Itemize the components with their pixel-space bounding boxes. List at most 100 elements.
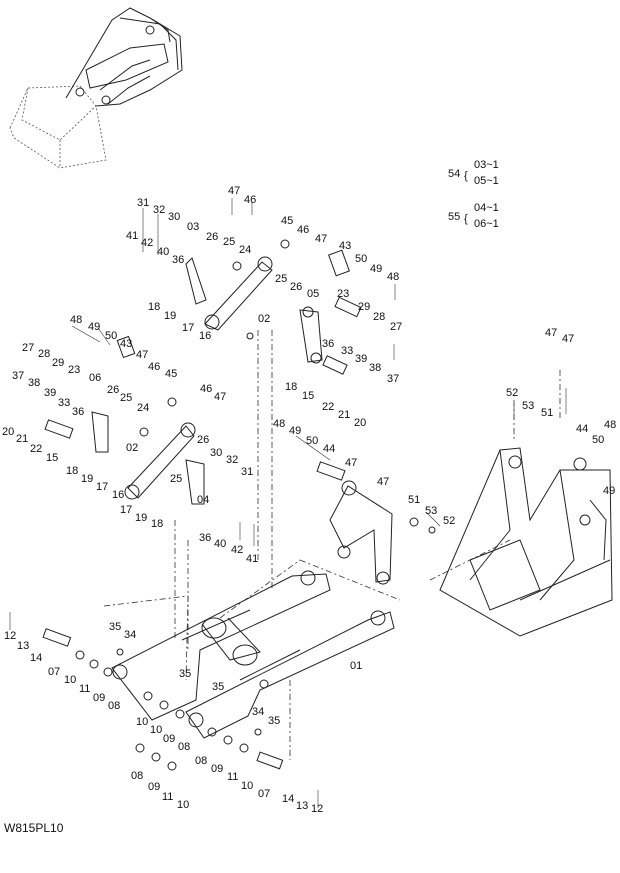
callout-19d: 19 xyxy=(135,512,147,524)
callout-26: 26 xyxy=(206,231,218,243)
main-boom xyxy=(111,570,395,739)
callout-36c: 36 xyxy=(72,406,84,418)
callout-35a: 35 xyxy=(109,621,121,633)
upper-right-linkage xyxy=(185,239,362,375)
callout-02c: 02 xyxy=(126,442,138,454)
group-55-number: 55 xyxy=(448,211,460,223)
callout-47: 47 xyxy=(228,185,240,197)
callout-53e: 53 xyxy=(425,505,437,517)
callout-47f: 47 xyxy=(377,476,389,488)
callout-01: 01 xyxy=(350,660,362,672)
group-54-item-2: 05~1 xyxy=(474,175,499,187)
loader-frame xyxy=(439,447,613,637)
callout-12b: 12 xyxy=(311,803,323,815)
group-54-item-1: 03~1 xyxy=(474,159,499,171)
callout-13a: 13 xyxy=(17,640,29,652)
center-bellcrank xyxy=(316,461,436,585)
callout-02: 02 xyxy=(258,313,270,325)
callout-50: 50 xyxy=(355,253,367,265)
group-55-brace: { xyxy=(464,213,468,225)
callout-03: 03 xyxy=(187,221,199,233)
callout-38: 38 xyxy=(369,362,381,374)
callout-07b: 07 xyxy=(258,788,270,800)
callout-16: 16 xyxy=(199,330,211,342)
callout-52e: 52 xyxy=(443,515,455,527)
callout-36b: 36 xyxy=(322,338,334,350)
callout-25: 25 xyxy=(223,236,235,248)
callout-23: 23 xyxy=(337,288,349,300)
callout-36d: 36 xyxy=(199,532,211,544)
callout-51e: 51 xyxy=(408,494,420,506)
callout-46d: 46 xyxy=(200,383,212,395)
hardware-glyphs xyxy=(42,628,284,771)
callout-16c: 16 xyxy=(112,489,124,501)
callout-44g: 44 xyxy=(576,423,588,435)
callout-04: 04 xyxy=(197,494,209,506)
callout-08a: 08 xyxy=(108,700,120,712)
callout-49g: 49 xyxy=(603,485,615,497)
callout-39c: 39 xyxy=(44,387,56,399)
callout-10b: 10 xyxy=(136,716,148,728)
callout-47g: 47 xyxy=(545,327,557,339)
callout-42d: 42 xyxy=(231,544,243,556)
callout-37: 37 xyxy=(387,373,399,385)
callout-12a: 12 xyxy=(4,630,16,642)
callout-07a: 07 xyxy=(48,666,60,678)
callout-46: 46 xyxy=(244,194,256,206)
callout-08d: 08 xyxy=(195,755,207,767)
callout-39: 39 xyxy=(355,353,367,365)
callout-31: 31 xyxy=(137,197,149,209)
callout-46c: 46 xyxy=(148,361,160,373)
callout-26c: 26 xyxy=(107,384,119,396)
callout-32: 32 xyxy=(153,204,165,216)
callout-10a: 10 xyxy=(64,674,76,686)
callout-53g: 53 xyxy=(522,400,534,412)
callout-45c: 45 xyxy=(165,368,177,380)
callout-48e: 48 xyxy=(273,418,285,430)
callout-49c: 49 xyxy=(88,321,100,333)
callout-48c: 48 xyxy=(70,314,82,326)
callout-28: 28 xyxy=(373,311,385,323)
group-55-item-2: 06~1 xyxy=(474,218,499,230)
callout-09b: 09 xyxy=(163,733,175,745)
callout-33: 33 xyxy=(341,345,353,357)
callout-27c: 27 xyxy=(22,342,34,354)
callout-47b: 47 xyxy=(315,233,327,245)
callout-28c: 28 xyxy=(38,348,50,360)
callout-37c: 37 xyxy=(12,370,24,382)
group-55-item-1: 04~1 xyxy=(474,202,499,214)
group-54: 54 { 03~1 05~1 xyxy=(448,159,499,187)
callout-46b: 46 xyxy=(297,224,309,236)
upper-left-linkage xyxy=(44,335,205,505)
callout-48: 48 xyxy=(387,271,399,283)
callout-10c: 10 xyxy=(150,724,162,736)
callout-19: 19 xyxy=(164,310,176,322)
callout-11d: 11 xyxy=(227,771,238,783)
callout-09c: 09 xyxy=(148,781,160,793)
callouts-upper-right: 31 32 30 03 26 25 24 41 42 40 36 18 19 1… xyxy=(126,185,402,429)
callout-14a: 14 xyxy=(30,652,42,664)
callout-09d: 09 xyxy=(211,763,223,775)
callout-49e: 49 xyxy=(289,425,301,437)
callout-18d: 18 xyxy=(151,518,163,530)
callout-17c: 17 xyxy=(96,481,108,493)
callout-08b: 08 xyxy=(178,741,190,753)
callout-06: 06 xyxy=(89,372,101,384)
callout-50g: 50 xyxy=(592,434,604,446)
callout-23c: 23 xyxy=(68,364,80,376)
callout-30: 30 xyxy=(168,211,180,223)
callout-52g: 52 xyxy=(506,387,518,399)
callout-20c: 20 xyxy=(2,426,14,438)
callout-48g: 48 xyxy=(604,419,616,431)
callout-47e: 47 xyxy=(345,457,357,469)
callout-35d: 35 xyxy=(268,715,280,727)
group-55: 55 { 04~1 06~1 xyxy=(448,202,499,230)
callout-29c: 29 xyxy=(52,357,64,369)
callout-10d: 10 xyxy=(177,799,189,811)
leader-lines xyxy=(9,198,567,808)
callout-22: 22 xyxy=(322,401,334,413)
callout-25b: 25 xyxy=(275,273,287,285)
callout-42: 42 xyxy=(141,237,153,249)
callout-11a: 11 xyxy=(79,683,90,695)
